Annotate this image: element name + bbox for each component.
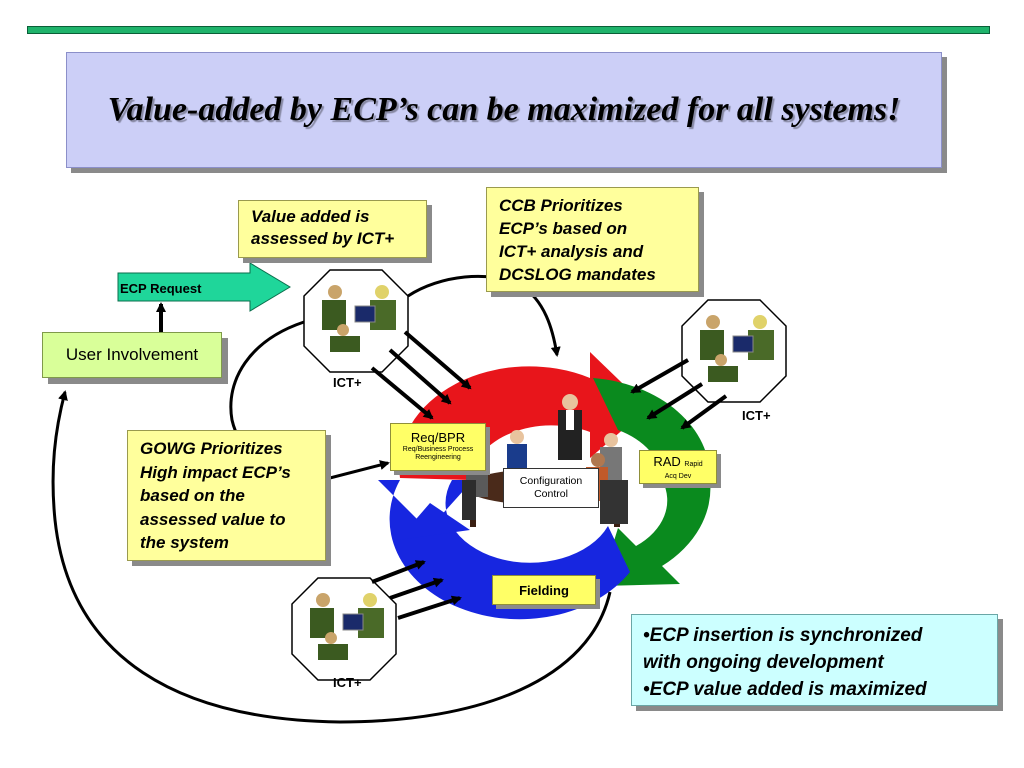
- configuration-control-box: Configuration Control: [503, 468, 599, 508]
- rad-label: RAD Rapid Acq Dev: [639, 450, 717, 484]
- cycle-green-segment: [593, 378, 711, 586]
- user-involvement-box: User Involvement: [42, 332, 222, 378]
- big-return-arrow: [51, 390, 612, 724]
- ict-bottom-arrow-3: [397, 595, 462, 620]
- summary-box: •ECP insertion is synchronized with ongo…: [631, 614, 998, 706]
- req-bpr-title: Req/BPR: [410, 430, 466, 445]
- req-bpr-subtitle: Req/Business Process Reengineering: [402, 446, 474, 461]
- ict-top-arrow-3: [403, 330, 472, 390]
- ict-bottom-arrow-2: [389, 577, 444, 600]
- note-line: CCB Prioritizes: [499, 196, 623, 215]
- rad-title-small: Rapid: [684, 461, 703, 468]
- cycle-blue-arrow-head: [398, 503, 470, 540]
- note-line: assessed value to: [140, 509, 286, 529]
- note-line: ICT+ analysis and: [499, 242, 644, 261]
- ict-label-bottom: ICT+: [333, 675, 362, 690]
- note-line: based on the: [140, 486, 245, 505]
- rad-title: RAD: [653, 454, 681, 469]
- ict-right-arrow-3: [680, 394, 728, 430]
- ict-octagon-icon-bottom: [291, 577, 397, 681]
- ict-right-arrow-1: [630, 358, 689, 394]
- note-line: the system: [140, 533, 229, 552]
- rad-subtitle: Acq Dev: [664, 473, 692, 480]
- title-banner: Value-added by ECP’s can be maximized fo…: [66, 52, 942, 168]
- ict-octagon-icon-right: [681, 299, 787, 403]
- note-line: assessed by ICT+: [251, 229, 395, 248]
- summary-line: •ECP insertion is synchronized: [643, 625, 923, 646]
- ict-bottom-arrow-1: [371, 560, 426, 584]
- top-accent-bar: [27, 26, 990, 34]
- config-line: Configuration: [519, 475, 583, 487]
- fielding-label: Fielding: [492, 575, 596, 605]
- ict-top-arrow-1: [370, 366, 434, 420]
- ecp-request-arrow: [117, 262, 291, 312]
- req-bpr-label: Req/BPR Req/Business Process Reengineeri…: [390, 423, 486, 471]
- ccb-note: CCB Prioritizes ECP’s based on ICT+ anal…: [486, 187, 699, 292]
- note-line: DCSLOG mandates: [499, 265, 656, 284]
- user-involvement-label: User Involvement: [65, 345, 199, 364]
- ict-top-arrow-2: [388, 348, 452, 405]
- note-line: Value added is: [251, 207, 370, 226]
- ict-label-top: ICT+: [333, 375, 362, 390]
- note-line: GOWG Prioritizes: [140, 439, 283, 458]
- slide-title: Value-added by ECP’s can be maximized fo…: [107, 91, 901, 128]
- ict-octagon-icon-top: [303, 269, 409, 373]
- summary-line: •ECP value added is maximized: [643, 679, 927, 700]
- gowg-note: GOWG Prioritizes High impact ECP’s based…: [127, 430, 326, 561]
- ecp-request-label: ECP Request: [120, 281, 202, 296]
- ict-label-right: ICT+: [742, 408, 771, 423]
- ict-right-arrow-2: [646, 382, 704, 420]
- config-line: Control: [534, 488, 568, 500]
- ict-value-note: Value added is assessed by ICT+: [238, 200, 427, 258]
- summary-line: with ongoing development: [643, 652, 884, 673]
- note-line: ECP’s based on: [499, 219, 628, 238]
- note-line: High impact ECP’s: [140, 462, 291, 482]
